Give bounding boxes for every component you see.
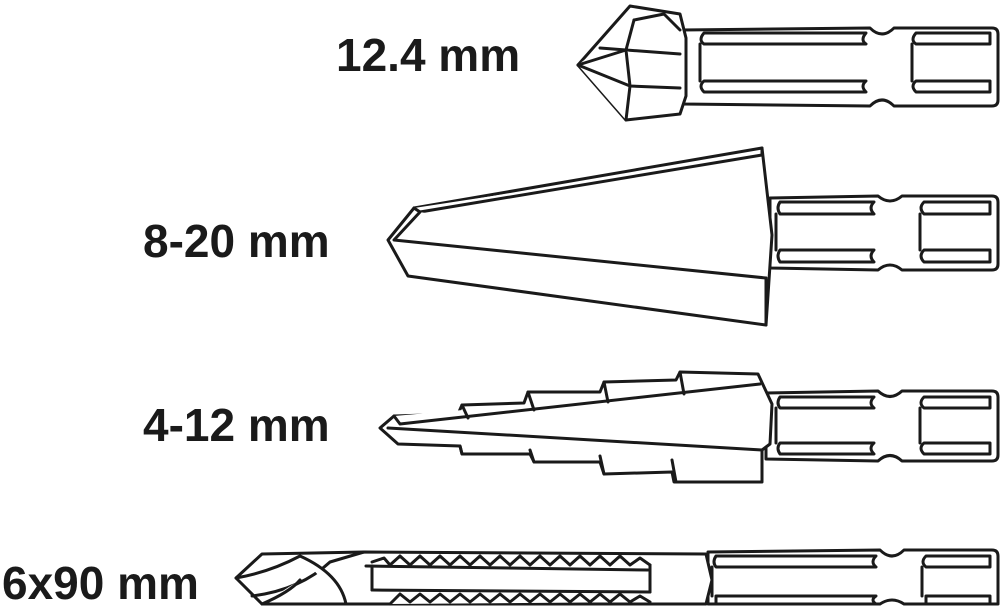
hex-shank <box>682 28 998 106</box>
saw-drill-bit <box>236 550 998 604</box>
cone-bit <box>388 148 998 325</box>
hex-shank <box>770 196 998 270</box>
saw-teeth <box>366 556 650 604</box>
countersink-bit <box>578 6 998 120</box>
size-label-drill-bit: 6x90 mm <box>2 557 199 609</box>
stepped-head <box>380 372 772 482</box>
countersink-head <box>578 6 686 120</box>
hex-shank <box>766 391 998 461</box>
size-label-countersink: 12.4 mm <box>336 29 521 81</box>
size-label-cone-bit: 8-20 mm <box>143 215 330 267</box>
cone-head <box>388 148 772 325</box>
size-label-step-bit: 4-12 mm <box>143 399 330 451</box>
step-bit <box>380 372 998 482</box>
hex-shank <box>708 550 998 604</box>
